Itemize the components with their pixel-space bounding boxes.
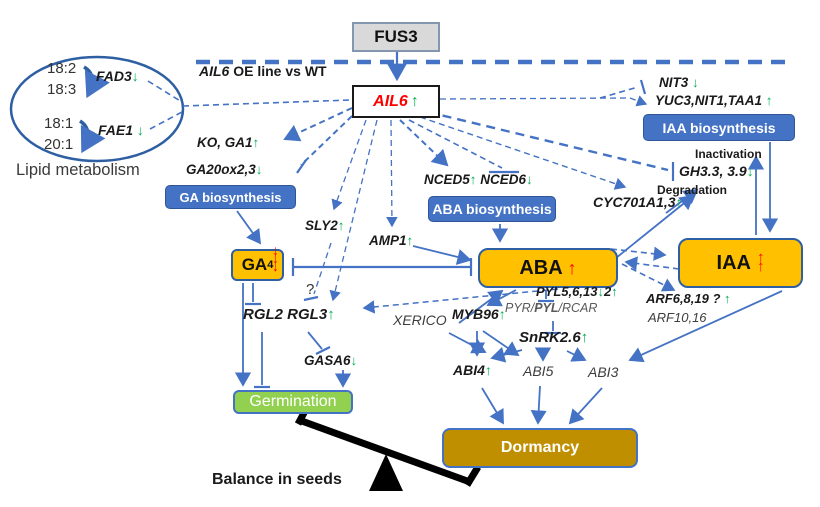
gh3-down-arrow-icon: ↓ (746, 163, 754, 179)
amp1-label: AMP1↑ (369, 233, 414, 248)
gasa6-label: GASA6↓ (304, 353, 358, 368)
aba-biosynthesis-box: ABA biosynthesis (428, 196, 556, 222)
fatty-acid-18-3: 18:3 (47, 81, 77, 98)
ail6-label: AIL6 (373, 92, 408, 110)
balance-caption: Balance in seeds (212, 471, 342, 488)
aba-box: ABA ↑ (478, 248, 618, 288)
dormancy-box: Dormancy (442, 428, 638, 468)
fad3-down-arrow-icon: ↓ (131, 68, 139, 84)
gasa6-down-arrow-icon: ↓ (350, 353, 358, 368)
nced5-up-arrow-icon: ↑ (469, 172, 477, 187)
pyl2-up-arrow-icon: ↑ (611, 284, 618, 299)
pyl-label: PYL5,6,13↓2↑ (536, 284, 618, 299)
nit3-down-arrow-icon: ↓ (692, 75, 699, 90)
gh3-label: GH3.3, 3.9↓ (679, 163, 754, 179)
iaa-red-up-arrows-icon: ↑ ↑ (756, 249, 765, 275)
pyr-pyl-rcar-label: PYR/PYL/RCAR (505, 301, 598, 315)
abi3-label: ABI3 (588, 364, 619, 380)
fatty-acid-20-1: 20:1 (44, 136, 74, 153)
amp1-up-arrow-icon: ↑ (406, 233, 414, 248)
dashed-connectors (147, 80, 680, 314)
inhibition-bars (245, 79, 675, 389)
myb96-up-arrow-icon: ↑ (498, 306, 506, 322)
cyc701-up-arrow-icon: ↑ (675, 194, 683, 210)
sly2-label: SLY2↑ (305, 218, 345, 233)
rgl-up-arrow-icon: ↑ (327, 306, 335, 323)
fulcrum-triangle (369, 454, 403, 491)
germination-box: Germination (233, 390, 353, 414)
ga20ox-down-arrow-icon: ↓ (255, 162, 263, 177)
fatty-acid-18-2: 18:2 (47, 60, 77, 77)
abi4-up-arrow-icon: ↑ (484, 362, 492, 378)
nced-labels: NCED5↑ NCED6↓ (424, 172, 533, 187)
arf-up-arrow-icon: ↑ (724, 291, 731, 306)
sly2-up-arrow-icon: ↑ (337, 218, 345, 233)
pyl-down-arrow-icon: ↓ (597, 284, 604, 299)
ko-ga1-up-arrow-icon: ↑ (252, 135, 260, 150)
fatty-acid-18-1: 18:1 (44, 115, 74, 132)
ail6-up-arrow-icon: ↑ (410, 92, 419, 110)
lipid-ellipse-group (9, 55, 185, 163)
conversion-arrow-icon (78, 119, 106, 154)
xerico-label: XERICO (393, 312, 447, 328)
fus3-label: FUS3 (374, 27, 418, 46)
inactivation-label: Inactivation (695, 147, 762, 161)
snrk26-up-arrow-icon: ↑ (580, 329, 589, 346)
oe-note: AIL6 OE line vs WT (199, 63, 327, 79)
cyc701-label: CYC701A1,3↑ (593, 194, 683, 210)
ga4-red-down-arrows-icon: ↓ ↓ ↓ (272, 242, 279, 275)
degradation-label: Degradation (657, 183, 728, 197)
ail6-box: AIL6 ↑ (352, 85, 440, 118)
myb96-label: MYB96↑ (452, 306, 506, 322)
yuc-nit1-taa1-label: YUC3,NIT1,TAA1 ↑ (655, 93, 773, 108)
aba-red-up-arrow-icon: ↑ (567, 257, 577, 278)
ga20ox-label: GA20ox2,3↓ (186, 162, 263, 177)
yuc-up-arrow-icon: ↑ (765, 93, 773, 108)
arf-alt-label: ARF10,16 (648, 310, 707, 325)
nced6-down-arrow-icon: ↓ (526, 172, 533, 187)
arf-main-label: ARF6,8,19 ? ↑ (646, 291, 731, 306)
lipid-metabolism-caption: Lipid metabolism (16, 161, 140, 179)
fus3-box: FUS3 (352, 22, 440, 52)
conversion-arrow-icon (83, 65, 110, 99)
nit3-label: NIT3 ↓ (659, 75, 699, 90)
fae1-label: FAE1 ↓ (98, 122, 144, 138)
question-mark-label: ? (306, 281, 315, 298)
lipid-ellipse (9, 55, 185, 163)
abi5-label: ABI5 (523, 363, 554, 379)
abi4-label: ABI4↑ (453, 362, 492, 378)
snrk26-label: SnRK2.6↑ (519, 329, 589, 346)
fae1-down-arrow-icon: ↓ (136, 122, 144, 138)
rgl2-rgl3-label: RGL2 RGL3↑ (243, 306, 335, 323)
ga-biosynthesis-box: GA biosynthesis (165, 185, 296, 209)
solid-connectors (234, 52, 783, 425)
ko-ga1-label: KO, GA1↑ (197, 135, 260, 150)
iaa-biosynthesis-box: IAA biosynthesis (643, 114, 795, 141)
fad3-label: FAD3↓ (96, 68, 139, 84)
iaa-box: IAA ↑ ↑ (678, 238, 803, 288)
